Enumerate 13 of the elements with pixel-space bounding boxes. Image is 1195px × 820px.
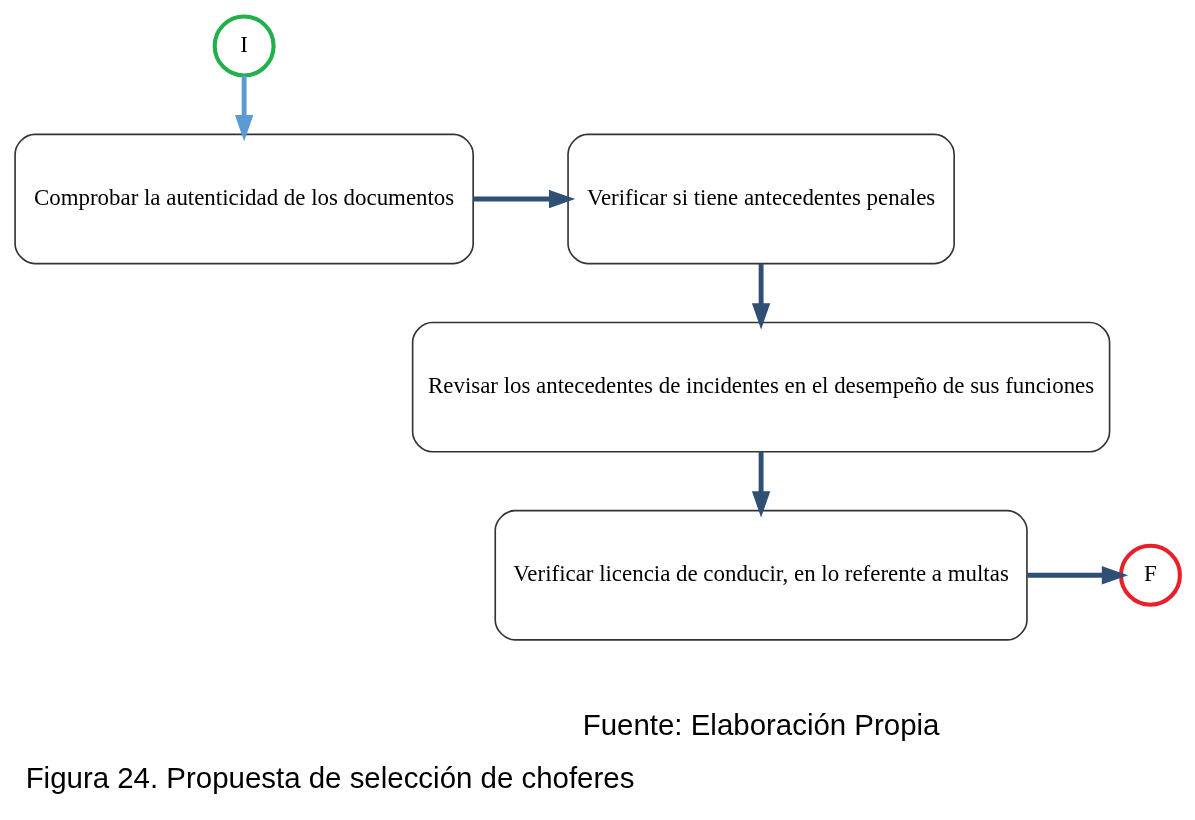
node-box: Verificar licencia de conducir, en lo referente a multas [494,509,1028,641]
caption: Figura 24. Propuesta de selección de choferes [25,760,635,794]
label: Fuente: Elaboración Propia [582,708,940,742]
arrow [751,451,771,518]
arrow [751,263,771,330]
node-circle: I [212,14,276,78]
arrow [234,75,254,142]
node-circle: F [1118,543,1182,607]
node-box: Comprobar la autenticidad de los documentos [14,133,474,265]
arrow [1027,566,1129,585]
node-box: Verificar si tiene antecedentes penales [567,133,955,265]
arrow [473,189,576,209]
node-box: Revisar los antecedentes de incidentes en el desempeño de sus funciones [411,321,1111,453]
